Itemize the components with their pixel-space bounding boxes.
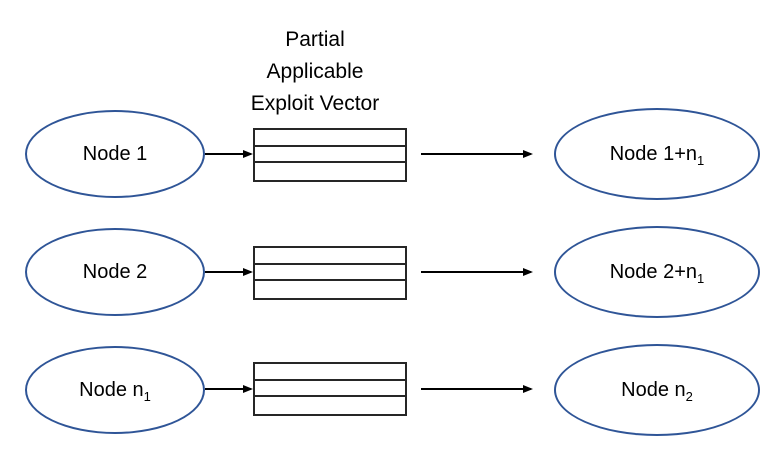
node-label: Node 2 [82,260,148,283]
vector-segment [255,147,405,164]
title-line-3: Exploit Vector [250,92,380,115]
node-label: Node 2+n1 [609,260,705,286]
title-line-1: Partial [285,28,345,51]
vector-segment [255,281,405,298]
node-label: Node n2 [621,378,693,404]
vector-segment [255,397,405,414]
vector-segment [255,381,405,398]
flow-arrow-vector-to-target-1 [421,153,531,155]
node-label: Node 1 [82,142,148,165]
node-label: Node 1+n1 [609,142,705,168]
diagram-title: Partial Applicable Exploit Vector [224,24,406,120]
title-line-2: Applicable [266,60,364,83]
exploit-vector-stack-3 [253,362,407,416]
flow-arrow-vector-to-target-3 [421,388,531,390]
node-ellipse-target-3: Node n2 [554,344,760,436]
node-ellipse-source-2: Node 2 [25,228,205,316]
node-ellipse-target-1: Node 1+n1 [554,108,760,200]
vector-segment [255,130,405,147]
vector-segment [255,248,405,265]
exploit-vector-stack-2 [253,246,407,300]
node-ellipse-source-1: Node 1 [25,110,205,198]
flow-arrow-source-to-vector-1 [205,153,251,155]
exploit-vector-stack-1 [253,128,407,182]
flow-arrow-source-to-vector-2 [205,271,251,273]
vector-segment [255,163,405,180]
vector-segment [255,364,405,381]
flow-arrow-vector-to-target-2 [421,271,531,273]
vector-segment [255,265,405,282]
node-ellipse-source-3: Node n1 [25,346,205,434]
node-ellipse-target-2: Node 2+n1 [554,226,760,318]
flow-arrow-source-to-vector-3 [205,388,251,390]
node-label: Node n1 [79,378,151,404]
